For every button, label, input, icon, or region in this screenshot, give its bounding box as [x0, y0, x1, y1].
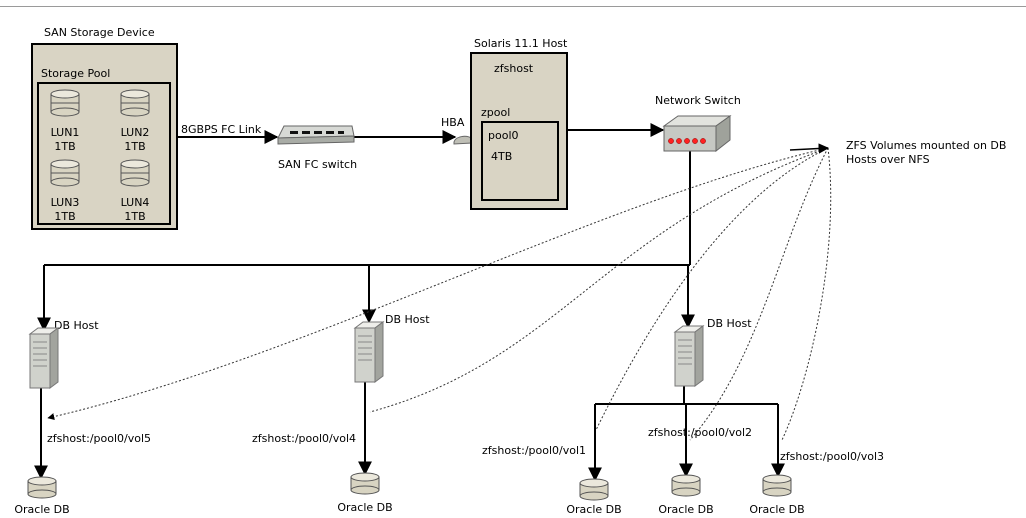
oracle-db-3-label: Oracle DB: [566, 503, 622, 516]
volume-label-vol1: zfshost:/pool0/vol1: [482, 444, 587, 457]
lun2-size: 1TB: [124, 140, 146, 153]
nfs-mount-curve-3: [595, 147, 829, 431]
note-arrow: [789, 143, 830, 154]
pool0-label: pool0: [488, 129, 519, 142]
db-host-1-label: DB Host: [54, 319, 99, 332]
oracle-db-2-icon: [350, 472, 380, 495]
nfs-mount-curve-4: [689, 147, 829, 441]
lun4-disk-icon: [120, 159, 150, 187]
san-device-title: SAN Storage Device: [44, 26, 155, 39]
storage-pool-title: Storage Pool: [41, 67, 111, 80]
zfs-note-line1: ZFS Volumes mounted on DB: [846, 139, 1007, 152]
oracle-db-1-icon: [27, 476, 57, 499]
db-host-3-server-icon: [673, 325, 705, 387]
zpool-box: pool0 4TB: [481, 121, 559, 201]
network-switch-icon: [662, 115, 732, 152]
db-host-2-server-icon: [353, 321, 385, 383]
volume-label-vol4: zfshost:/pool0/vol4: [252, 432, 357, 445]
oracle-db-3-icon: [579, 478, 609, 501]
network-switch-label: Network Switch: [655, 94, 741, 107]
pool-size: 4TB: [491, 150, 513, 163]
oracle-db-5-label: Oracle DB: [749, 503, 805, 516]
lun1-name: LUN1: [50, 126, 80, 139]
nfs-mount-curve-5: [781, 147, 832, 441]
solaris-host: zfshost zpool pool0 4TB: [470, 52, 568, 210]
san-storage-device: Storage Pool: [31, 43, 178, 230]
lun3-disk-icon: [50, 159, 80, 187]
zfshost-label: zfshost: [494, 62, 534, 75]
db-host-2-label: DB Host: [385, 313, 430, 326]
db-host-3-label: DB Host: [707, 317, 752, 330]
top-divider: [0, 6, 1026, 7]
volume-label-vol3: zfshost:/pool0/vol3: [780, 450, 885, 463]
oracle-db-2-label: Oracle DB: [337, 501, 393, 514]
storage-pool: [37, 82, 171, 225]
lun4-size: 1TB: [124, 210, 146, 223]
lun4-name: LUN4: [120, 196, 150, 209]
zpool-label: zpool: [481, 106, 511, 119]
oracle-db-5-icon: [762, 474, 792, 497]
lun3-size: 1TB: [54, 210, 76, 223]
san-switch-icon: [277, 125, 355, 145]
oracle-db-1-label: Oracle DB: [14, 503, 70, 516]
hba-label: HBA: [441, 116, 465, 129]
lun1-disk-icon: [50, 89, 80, 117]
oracle-db-4-icon: [671, 474, 701, 497]
volume-label-vol2: zfshost:/pool0/vol2: [648, 426, 753, 439]
zfs-note-line2: Hosts over NFS: [846, 153, 930, 166]
fc-link-label: 8GBPS FC Link: [181, 123, 262, 136]
solaris-host-title: Solaris 11.1 Host: [474, 37, 568, 50]
san-switch-label: SAN FC switch: [278, 158, 358, 171]
nfs-mount-curve-2: [369, 147, 829, 413]
volume-label-vol5: zfshost:/pool0/vol5: [47, 432, 152, 445]
lun2-disk-icon: [120, 89, 150, 117]
oracle-db-4-label: Oracle DB: [658, 503, 714, 516]
lun2-name: LUN2: [120, 126, 150, 139]
db-host-1-server-icon: [28, 327, 60, 389]
lun3-name: LUN3: [50, 196, 80, 209]
lun1-size: 1TB: [54, 140, 76, 153]
